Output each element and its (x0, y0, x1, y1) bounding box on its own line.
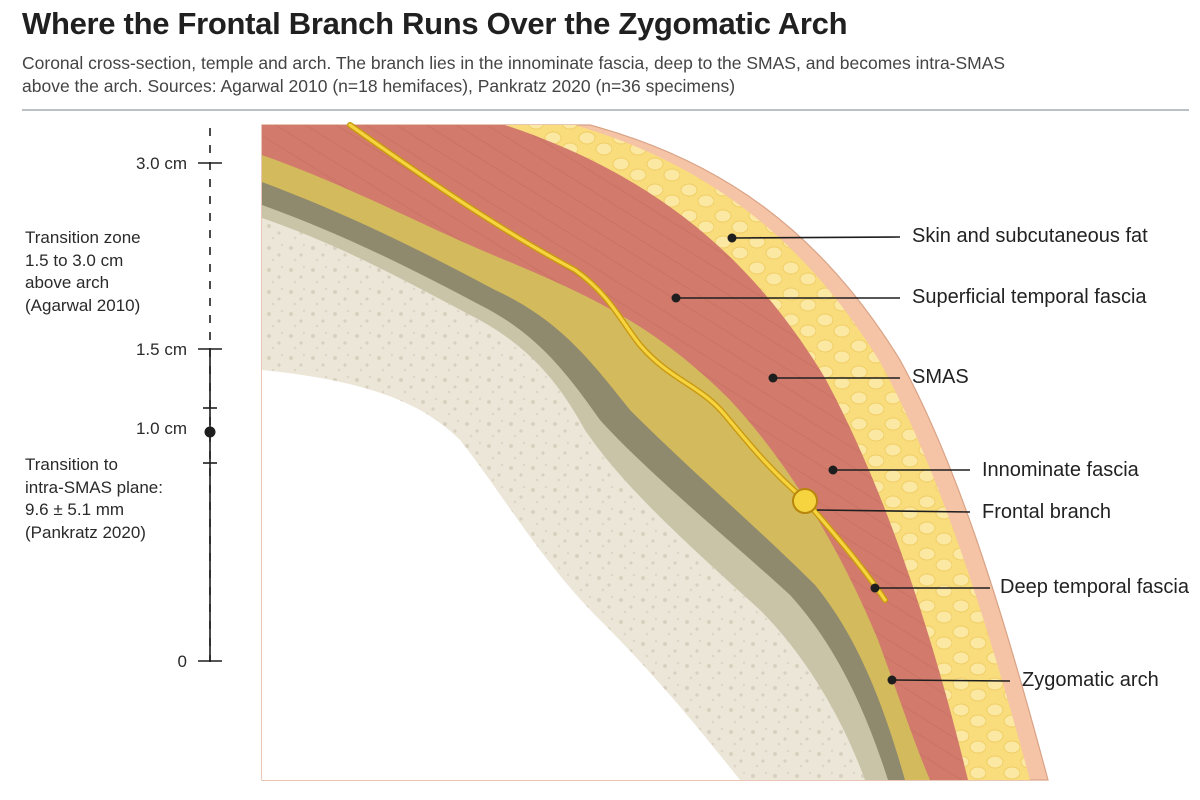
leader-dot-stf (671, 293, 681, 303)
intra-smas-line-4: (Pankratz 2020) (25, 522, 146, 542)
cutaway-region (262, 370, 740, 780)
transition-zone-line-1: Transition zone (25, 228, 141, 247)
intra-smas-line-2: intra-SMAS plane: (25, 477, 163, 497)
label-skin: Skin and subcutaneous fat (912, 225, 1148, 247)
subtitle-line-2: above the arch. Sources: Agarwal 2010 (n… (22, 76, 736, 96)
leader-skin (731, 236, 901, 239)
leader-dot-smas (768, 373, 778, 383)
label-zygomatic-arch: Zygomatic arch (1022, 669, 1159, 691)
leader-frontal-branch (816, 509, 971, 513)
label-deep-temporal-fascia: Deep temporal fascia (1000, 576, 1189, 598)
page-title: Where the Frontal Branch Runs Over the Z… (22, 6, 848, 41)
scale-label-0: 0 (177, 652, 187, 671)
leader-dot-arch (887, 675, 897, 685)
label-superficial-temporal-fascia: Superficial temporal fascia (912, 286, 1147, 308)
transition-zone-note: Transition zone 1.5 to 3.0 cm above arch… (25, 227, 141, 317)
label-frontal-branch: Frontal branch (982, 501, 1111, 523)
label-smas: SMAS (912, 366, 969, 388)
leader-dot-skin (727, 233, 737, 243)
scale-label-1-5cm: 1.5 cm (135, 340, 187, 359)
intra-smas-line-3: 9.6 ± 5.1 mm (25, 500, 125, 519)
scale-label-1cm: 1.0 cm (135, 419, 187, 438)
transition-zone-line-4: (Agarwal 2010) (25, 295, 141, 315)
subtitle-line-1: Coronal cross-section, temple and arch. … (22, 53, 1006, 73)
leader-dot-innominate (828, 465, 838, 475)
intra-smas-line-1: Transition to (25, 455, 118, 474)
page-subtitle: Coronal cross-section, temple and arch. … (22, 52, 1182, 98)
transition-zone-line-2: 1.5 to 3.0 cm (25, 250, 124, 270)
label-innominate-fascia: Innominate fascia (982, 459, 1139, 481)
transition-zone-line-3: above arch (25, 273, 110, 292)
scale-label-3cm: 3.0 cm (135, 154, 187, 173)
scale-point-1cm (204, 426, 216, 438)
header-divider (22, 109, 1189, 111)
intra-smas-note: Transition to intra-SMAS plane: 9.6 ± 5.… (25, 454, 163, 544)
leader-arch (891, 679, 1011, 682)
frontal-branch-marker (792, 488, 818, 514)
leader-dot-deep-fascia (870, 583, 880, 593)
